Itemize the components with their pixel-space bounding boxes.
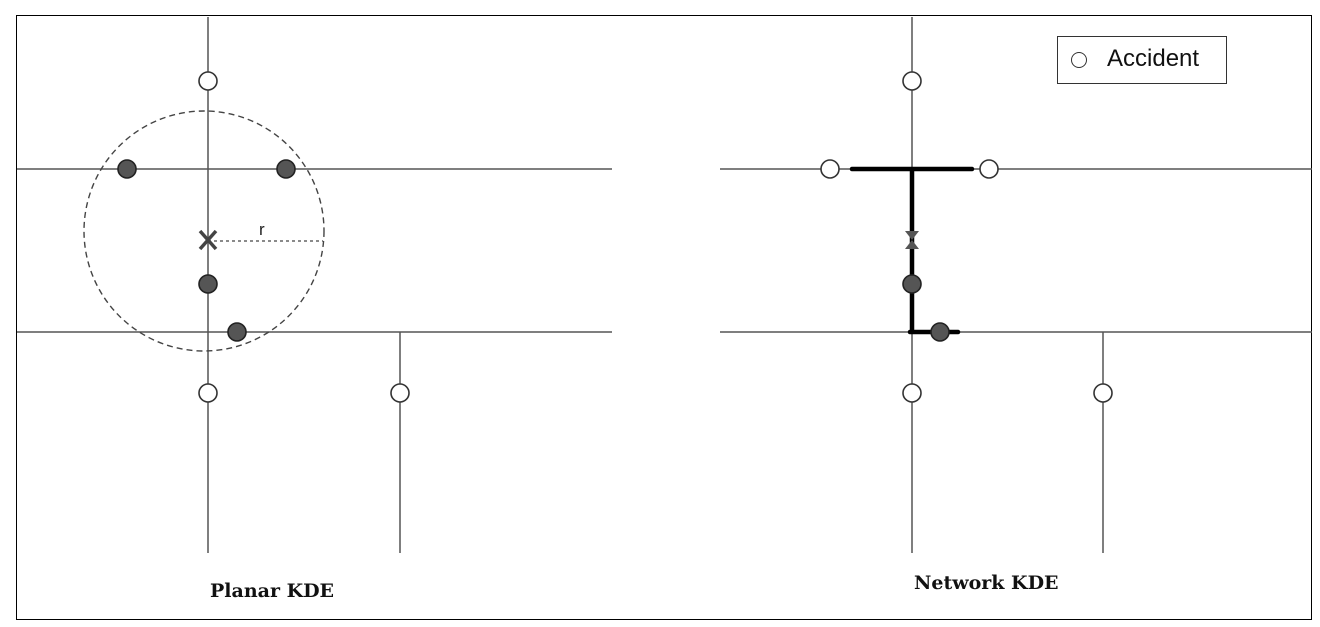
legend-label: Accident (1107, 45, 1200, 72)
planar-radius-label: r (259, 220, 265, 239)
planar-accident-open (390, 383, 410, 403)
network-accident-open (902, 383, 922, 403)
planar-search-circle (83, 110, 325, 352)
planar-kernel-center-marker (198, 229, 218, 251)
network-accident-in-bandwidth (902, 274, 922, 294)
network-accident-open (902, 71, 922, 91)
network-panel (720, 17, 1312, 553)
planar-accident-open (198, 71, 218, 91)
planar-accident-in-bandwidth (276, 159, 296, 179)
network-accident-open (820, 159, 840, 179)
planar-kde-caption: Planar KDE (210, 580, 335, 602)
network-bandwidth-path (849, 166, 975, 335)
diagram-frame (16, 15, 1312, 620)
network-kde-caption: Network KDE (914, 572, 1059, 594)
network-accident-in-bandwidth (930, 322, 950, 342)
network-kernel-center-marker (905, 231, 919, 249)
planar-panel: r (17, 17, 612, 553)
planar-accident-in-bandwidth (227, 322, 247, 342)
open-circle-icon (1071, 52, 1087, 68)
planar-accident-open (198, 383, 218, 403)
planar-accident-in-bandwidth (117, 159, 137, 179)
legend: Accident (1057, 36, 1227, 84)
network-accident-open (1093, 383, 1113, 403)
network-accident-open (979, 159, 999, 179)
planar-accident-in-bandwidth (198, 274, 218, 294)
